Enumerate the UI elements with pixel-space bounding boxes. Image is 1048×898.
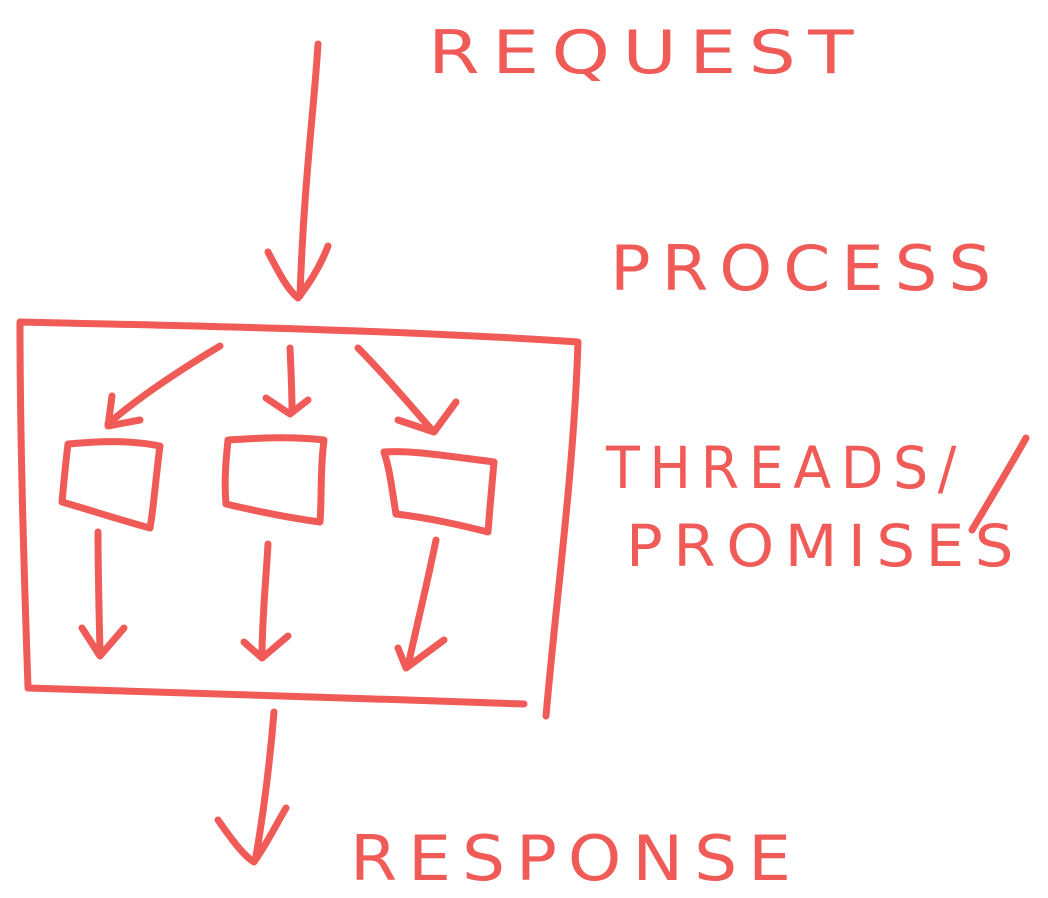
- fanout-arrow-left: [104, 342, 224, 428]
- thread-arrow-3-head: [394, 636, 448, 672]
- thread-box-2: [221, 434, 328, 526]
- thread-arrow-1: [94, 528, 104, 656]
- process-box: [16, 318, 582, 720]
- thread-box-3: [380, 448, 498, 536]
- threads-label: THREADS/: [605, 434, 966, 502]
- thread-arrow-3: [404, 536, 440, 670]
- response-arrow: [252, 708, 278, 860]
- fanout-arrow-center: [286, 344, 296, 414]
- process-label: PROCESS: [610, 232, 1002, 305]
- request-arrow-head: [264, 242, 332, 302]
- thread-box-1: [58, 438, 164, 532]
- request-arrow: [296, 40, 322, 300]
- fanout-arrow-center-head: [262, 394, 312, 418]
- response-arrow-head: [214, 804, 290, 866]
- promises-label: PROMISES: [626, 512, 1024, 580]
- fanout-arrow-right-head: [394, 398, 460, 436]
- threads-slash: [968, 434, 1030, 534]
- thread-arrow-2-head: [240, 632, 292, 662]
- thread-arrow-1-head: [78, 624, 128, 660]
- fanout-arrow-left-head: [104, 392, 144, 430]
- fanout-arrow-right: [354, 344, 436, 434]
- request-label: REQUEST: [428, 18, 866, 88]
- thread-arrow-2: [258, 540, 272, 660]
- response-label: RESPONSE: [350, 822, 802, 895]
